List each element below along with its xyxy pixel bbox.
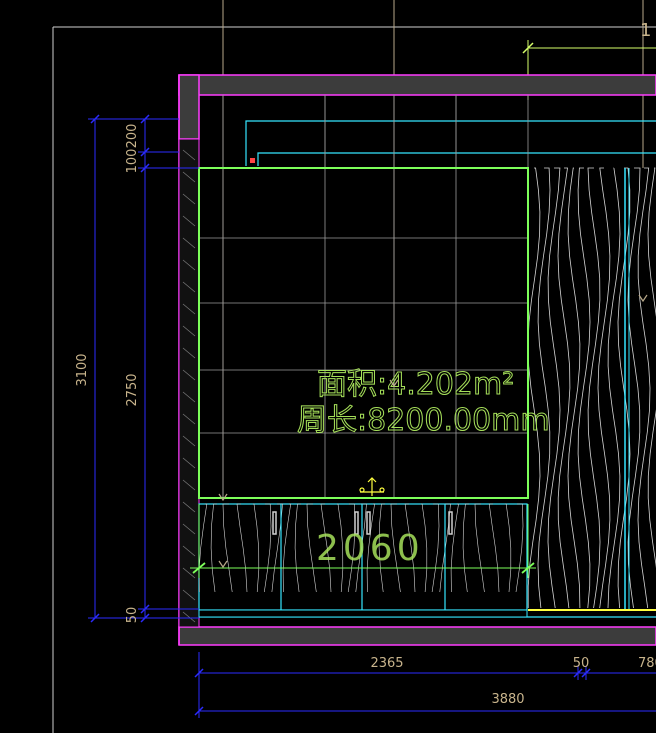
dim-left-total: 3100 [75,353,90,386]
wall-slabs [178,74,656,646]
arrow-marks [218,294,648,569]
lower-cabinet [198,503,528,618]
perimeter-label: 周长:8200.00mm [297,403,550,438]
dim-bottom-total: 3880 [491,692,524,707]
dim-left-main: 2750 [125,373,140,406]
dim-bottom-seg-2: 50 [573,656,590,671]
dim-left-bottom: 50 [125,607,140,624]
area-label: 面积:4.202m² [317,367,514,402]
dim-bottom-seg-1: 2365 [370,656,403,671]
cabinet-dimension [190,504,536,578]
dim-bottom-seg-3: 780 [638,656,656,671]
cabinet-width-label: 2060 [316,528,424,569]
left-dimensions [88,114,199,623]
dim-top-partial: 1 [640,20,651,41]
dim-left-top-a: 200 [125,124,140,149]
wood-panel [527,167,656,611]
ceiling-light-marker [250,158,255,163]
cad-insertion-mark-icon [359,477,385,496]
dim-left-top-b: 100 [125,149,140,174]
sheet-frame [52,26,656,733]
bottom-dimensions [194,652,656,718]
area-boundary [198,167,529,499]
